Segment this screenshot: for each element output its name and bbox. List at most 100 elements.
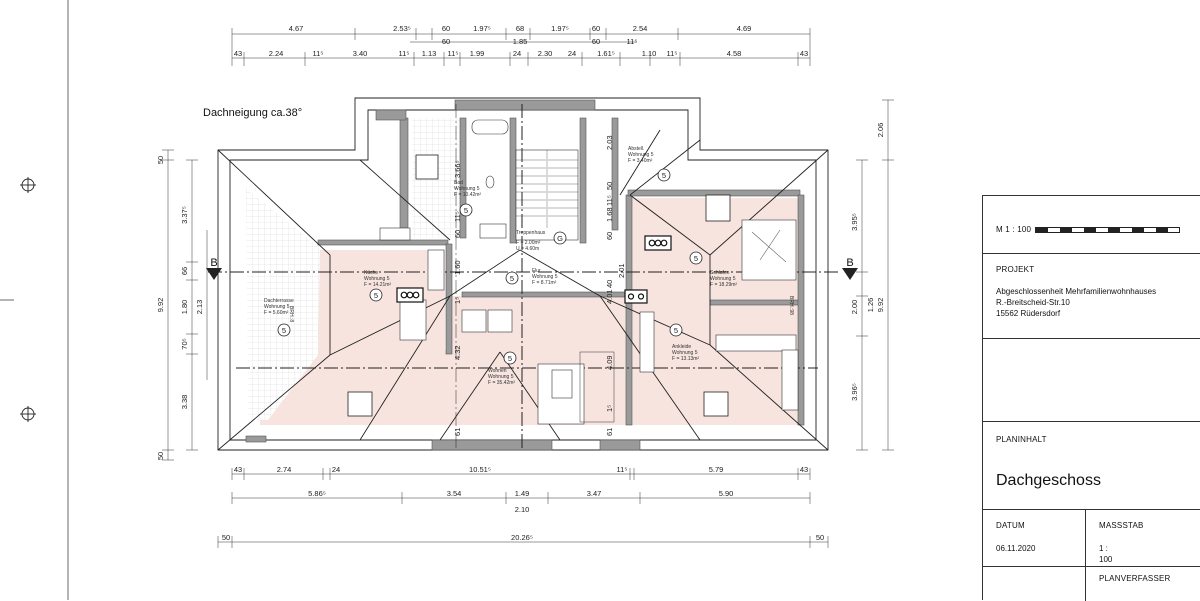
unit-tag: 5 — [282, 326, 286, 335]
dim-top3-11: 24 — [568, 49, 576, 58]
chimney-icon — [644, 235, 672, 251]
svg-text:61: 61 — [605, 428, 614, 436]
room-name: Abstell. — [628, 146, 644, 152]
dim-top-3: 60 — [442, 24, 450, 33]
scale-bar — [1035, 227, 1180, 233]
svg-text:5.79: 5.79 — [709, 465, 724, 474]
svg-text:20.26⁵: 20.26⁵ — [511, 533, 533, 542]
room-unit: Wohnung 5 — [532, 274, 558, 280]
room-name: Schlafen — [710, 270, 730, 276]
dim-top2-4: 11⁵ — [627, 37, 638, 46]
datum-label: DATUM — [996, 521, 1025, 530]
registration-mark-bottom — [20, 406, 36, 422]
room-unit: Wohnung 5 — [628, 152, 654, 158]
dim-top3-14: 11⁵ — [667, 49, 678, 58]
svg-text:5.86⁵: 5.86⁵ — [308, 489, 326, 498]
svg-text:4.32: 4.32 — [453, 345, 462, 360]
dim-top3-10: 2.30 — [538, 49, 553, 58]
svg-text:3.66⁵: 3.66⁵ — [453, 160, 462, 178]
dim-top-6: 1.97⁵ — [551, 24, 569, 33]
room-name: Treppenhaus — [516, 230, 546, 236]
dim-top3-2: 2.24 — [269, 49, 284, 58]
roof-pitch-annotation: Dachneigung ca.38° — [203, 107, 302, 119]
bottom-dimension-chains: 43 2.74 24 10.51⁵ 11⁵ 5.79 43 5.86⁵ 3.54… — [217, 465, 829, 548]
dim-top3-8: 1.99 — [470, 49, 485, 58]
registration-mark-top — [20, 177, 36, 193]
unit-tag: 5 — [674, 326, 678, 335]
svg-text:2.13: 2.13 — [195, 300, 204, 315]
svg-text:1⁵: 1⁵ — [605, 405, 614, 412]
svg-text:43: 43 — [234, 465, 242, 474]
svg-text:2.74: 2.74 — [277, 465, 292, 474]
unit-tag: 5 — [374, 291, 378, 300]
room-area: U = 4.60m — [516, 246, 539, 252]
section-marker-left: B — [206, 257, 222, 280]
massstab-value: 1 : 100 — [1099, 544, 1113, 564]
brh-label: BRH.:98 — [788, 296, 794, 315]
dim-top3-9: 24 — [513, 49, 521, 58]
room-area: F = 35.42m² — [488, 380, 515, 386]
svg-text:3.38: 3.38 — [180, 395, 189, 410]
title-block: M 1 : 100 PROJEKT Abgeschlossenheit Mehr… — [982, 195, 1200, 601]
svg-text:4.09: 4.09 — [605, 355, 614, 370]
svg-text:3.47: 3.47 — [587, 489, 602, 498]
svg-text:50: 50 — [156, 452, 165, 460]
dim-top-1: 4.67 — [289, 24, 304, 33]
room-area: F = 13.13m² — [672, 356, 699, 362]
room-area: F = 8.71m² — [532, 280, 557, 286]
svg-text:1.26: 1.26 — [866, 298, 875, 313]
svg-text:1.49: 1.49 — [515, 489, 530, 498]
room-unit: Wohnung 5 — [454, 186, 480, 192]
dim-top2-3: 60 — [592, 37, 600, 46]
svg-text:11⁵: 11⁵ — [617, 465, 628, 474]
chimney-icon — [624, 289, 648, 304]
room-name: Flur — [532, 268, 541, 274]
planinhalt-value: Dachgeschoss — [996, 472, 1101, 489]
massstab-label: MASSSTAB — [1099, 521, 1144, 530]
svg-text:10.51⁵: 10.51⁵ — [469, 465, 491, 474]
dim-top2-1: 60 — [442, 37, 450, 46]
unit-tag: 5 — [510, 274, 514, 283]
svg-text:43: 43 — [800, 465, 808, 474]
room-name: Küche — [364, 270, 378, 276]
svg-text:1.60: 1.60 — [453, 260, 462, 275]
scale-row: M 1 : 100 — [983, 196, 1200, 254]
building-footprint — [208, 97, 840, 451]
room-area: F = 3.40m² — [628, 158, 653, 164]
planverfasser-label: PLANVERFASSER — [1099, 574, 1171, 583]
room-unit: Wohnung 5 — [488, 374, 514, 380]
dim-top3-3: 11⁵ — [313, 49, 324, 58]
interior-dimensions: 3.66⁵ 11⁵ 60 1.60 4.32 1⁵ 61 2.03 50 11⁵… — [453, 135, 626, 436]
dim-top3-12: 1.61⁵ — [597, 49, 615, 58]
svg-text:9.92: 9.92 — [156, 298, 165, 313]
room-name: Bad — [454, 180, 463, 186]
planinhalt-label: PLANINHALT — [996, 435, 1047, 444]
room-unit: F = 2.00m² — [516, 240, 541, 246]
dim-top3-13: 1.10 — [642, 49, 657, 58]
chimney-icon — [396, 287, 424, 303]
room-area: F = 5.60m² — [264, 310, 289, 316]
floor-plan-drawing: 4.67 2.53⁵ 60 1.97⁵ 68 1.97⁵ 60 2.54 4.6… — [0, 0, 894, 600]
dim-top3-5: 11⁵ — [399, 49, 410, 58]
svg-text:2.03: 2.03 — [605, 135, 614, 150]
room-area: F = 14.21m² — [364, 282, 391, 288]
svg-text:1⁵: 1⁵ — [453, 297, 462, 304]
svg-text:50: 50 — [816, 533, 824, 542]
dim-top-2: 2.53⁵ — [393, 24, 411, 33]
svg-text:5.90: 5.90 — [719, 489, 734, 498]
right-dimension-chains: 2.06 9.92 3.95⁵ 1.26 2.00 3.96⁵ — [850, 99, 894, 451]
dim-top2-2: 1.85 — [513, 37, 528, 46]
svg-text:60: 60 — [453, 230, 462, 238]
dim-top3-1: 43 — [234, 49, 242, 58]
divider: MASSSTAB 1 : 100 — [1085, 510, 1143, 566]
unit-tag: 5 — [662, 171, 666, 180]
svg-text:50: 50 — [605, 182, 614, 190]
planverfasser-row: PLANVERFASSER — [983, 567, 1200, 601]
svg-text:3.37⁵: 3.37⁵ — [180, 206, 189, 224]
unit-tag: 5 — [508, 354, 512, 363]
unit-tags: 5 5 5 5 5 5 5 5 G — [277, 168, 703, 365]
unit-tag: 5 — [694, 254, 698, 263]
dim-top3-4: 3.40 — [353, 49, 368, 58]
datum-row: DATUM 06.11.2020 MASSSTAB 1 : 100 — [983, 510, 1200, 567]
dim-top-8: 2.54 — [633, 24, 648, 33]
